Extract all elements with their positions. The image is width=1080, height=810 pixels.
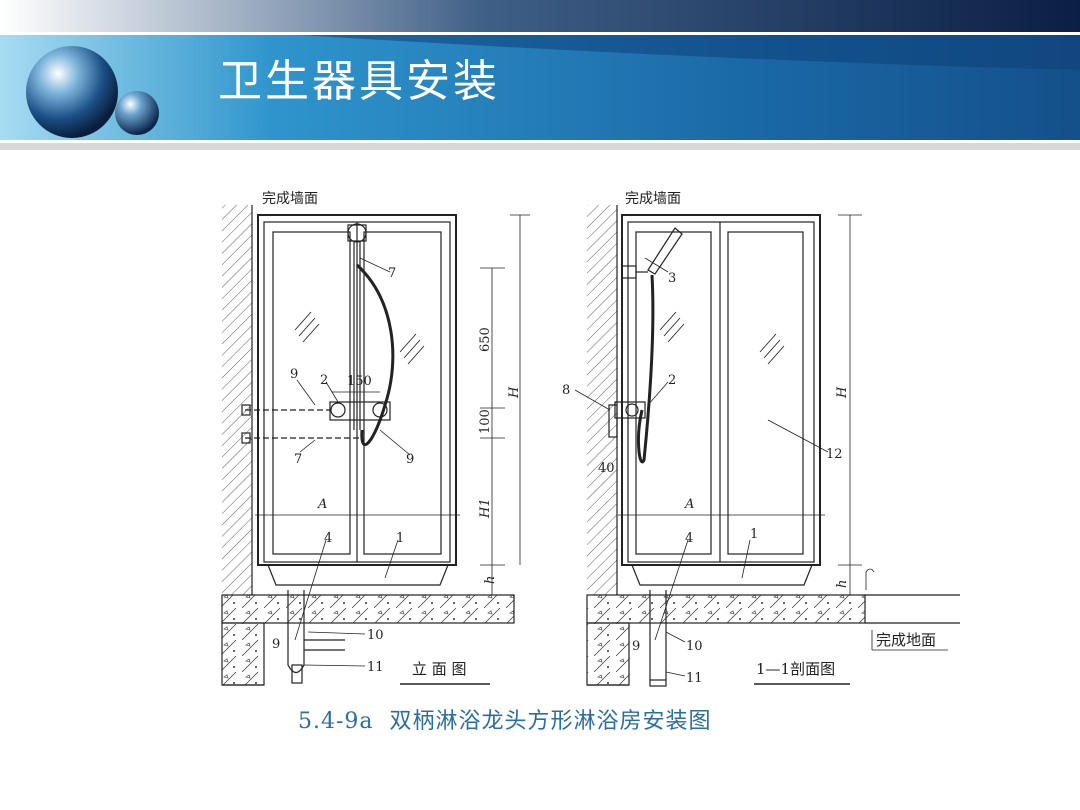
- callout: 10: [367, 628, 384, 643]
- dimension-label: 650: [478, 327, 493, 352]
- callout: 11: [686, 671, 703, 686]
- installation-diagram: 完成墙面 7 9 2 150 7 9 A 4 1 9 10 11 立 面 图 6…: [200, 180, 960, 700]
- callout: 10: [686, 639, 703, 654]
- front-view: [221, 205, 530, 686]
- callout: 8: [562, 383, 570, 398]
- callout: 2: [668, 373, 676, 388]
- front-view-label: 立 面 图: [412, 660, 467, 678]
- callout: 9: [406, 452, 414, 467]
- page-title: 卫生器具安装: [218, 56, 500, 107]
- sphere-small-icon: [115, 91, 159, 135]
- callout: 1: [396, 531, 404, 546]
- callout: 7: [294, 452, 302, 467]
- floor-label: 完成地面: [876, 631, 936, 649]
- header-band: 卫生器具安装: [0, 0, 1080, 150]
- sphere-large-icon: [26, 46, 118, 138]
- dimension-label: h: [483, 576, 498, 584]
- section-view: [574, 205, 960, 687]
- header-graphic: [0, 0, 1080, 150]
- dimension-label: 40: [598, 461, 615, 476]
- figure-caption: 5.4-9a 双柄淋浴龙头方形淋浴房安装图: [298, 709, 712, 734]
- callout: 3: [668, 271, 676, 286]
- callout: 9: [632, 639, 640, 654]
- callout: 1: [750, 527, 758, 542]
- dimension-label: 150: [347, 374, 372, 389]
- front-wall-label: 完成墙面: [262, 191, 318, 207]
- dimension-label: H: [507, 386, 522, 399]
- callout: 9: [272, 637, 280, 652]
- callout: 4: [685, 531, 693, 546]
- callout: 12: [826, 447, 843, 462]
- dimension-label: A: [317, 497, 327, 512]
- dimension-label: 100: [478, 409, 493, 434]
- dimension-label: H: [835, 386, 850, 399]
- dimension-label: A: [684, 497, 694, 512]
- section-view-label: 1—1剖面图: [756, 660, 835, 678]
- section-wall-label: 完成墙面: [625, 191, 681, 207]
- callout: 9: [290, 367, 298, 382]
- callout: 7: [388, 266, 396, 281]
- callout: 4: [324, 531, 332, 546]
- callout: 2: [320, 373, 328, 388]
- dimension-label: h: [835, 580, 850, 588]
- callout: 11: [367, 660, 384, 675]
- dimension-label: H1: [478, 498, 493, 519]
